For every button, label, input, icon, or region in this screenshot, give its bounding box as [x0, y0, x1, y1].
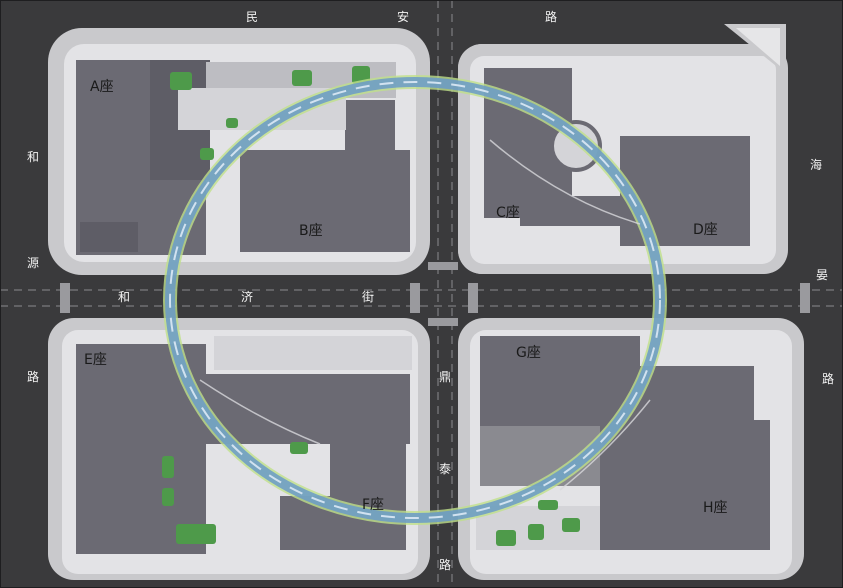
elevated-ring-walkway	[163, 75, 667, 525]
crosswalks	[60, 262, 810, 326]
building-label-a: A座	[90, 79, 114, 95]
road-label-left-2: 源	[27, 256, 40, 270]
building-label-b: B座	[299, 223, 323, 239]
road-label-middle-3: 街	[362, 290, 375, 304]
building-label-h: H座	[703, 500, 728, 516]
block-gh	[458, 318, 804, 580]
road-label-center-1: 鼎	[439, 370, 452, 384]
building-label-d: D座	[693, 222, 718, 238]
building-b-footprint	[240, 150, 410, 252]
building-g-footprint	[480, 336, 640, 426]
connector-arcs	[199, 139, 651, 491]
road-label-center-2: 泰	[439, 462, 452, 476]
building-label-e: E座	[84, 352, 107, 368]
green-planters-ab	[170, 66, 370, 160]
road-label-right-3: 路	[822, 372, 835, 386]
road-label-top-3: 路	[545, 10, 558, 24]
building-label-f: F座	[362, 497, 385, 513]
road-label-top-1: 民	[246, 10, 259, 24]
road-label-middle-2: 济	[241, 290, 254, 304]
road-label-middle-1: 和	[118, 290, 131, 304]
road-label-center-3: 路	[439, 558, 452, 572]
green-planters-gh	[496, 500, 580, 546]
road-label-top-2: 安	[397, 10, 410, 24]
block-cd	[458, 24, 788, 274]
building-label-g: G座	[516, 345, 541, 361]
road-label-left-1: 和	[27, 150, 40, 164]
road-label-right-2: 晏	[816, 268, 829, 282]
building-f-footprint	[330, 380, 406, 550]
building-label-c: C座	[496, 205, 520, 221]
building-h-footprint	[600, 420, 770, 550]
road-label-right-1: 海	[810, 158, 823, 172]
green-planters-ef	[162, 442, 308, 544]
road-label-left-3: 路	[27, 370, 40, 384]
